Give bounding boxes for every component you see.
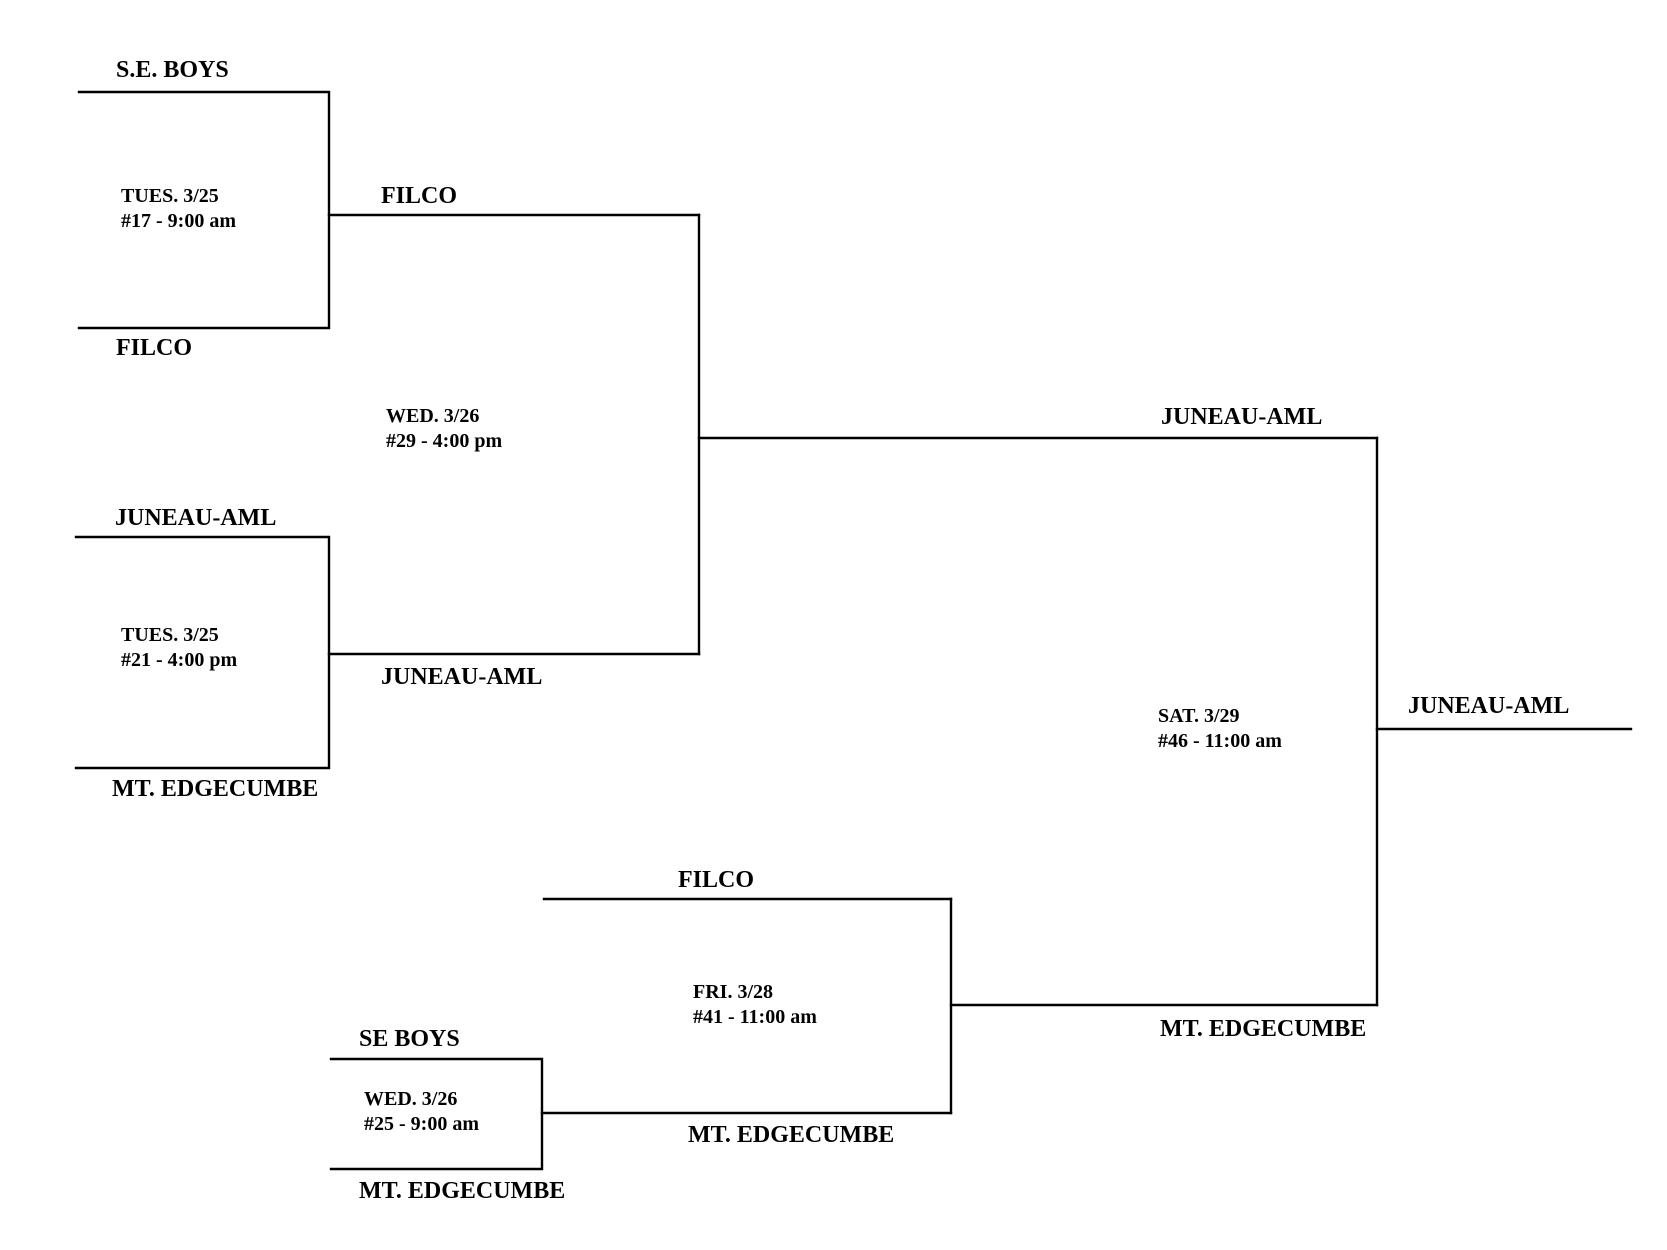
game-21-time: #21 - 4:00 pm [121, 649, 238, 671]
game-21-connector [74, 535, 331, 770]
game-29-time: #29 - 4:00 pm [386, 430, 503, 452]
game-17-info: TUES. 3/25 #17 - 9:00 am [121, 184, 236, 234]
game-46-time: #46 - 11:00 am [1158, 730, 1282, 752]
team-label-mt-edgecumbe: MT. EDGECUMBE [112, 776, 319, 802]
game-25-time: #25 - 9:00 am [364, 1113, 479, 1135]
team-label-se-boys: S.E. BOYS [116, 57, 229, 83]
game-21-date: TUES. 3/25 [121, 624, 219, 646]
game-17-time: #17 - 9:00 am [121, 210, 236, 232]
game-41-time: #41 - 11:00 am [693, 1006, 817, 1028]
team-label-mt-edgecumbe-3: MT. EDGECUMBE [688, 1122, 895, 1148]
game-25-date: WED. 3/26 [364, 1088, 458, 1110]
game-17-date: TUES. 3/25 [121, 185, 219, 207]
game-21-info: TUES. 3/25 #21 - 4:00 pm [121, 623, 237, 673]
game-29-info: WED. 3/26 #29 - 4:00 pm [386, 404, 502, 454]
game-41-date: FRI. 3/28 [693, 981, 773, 1003]
game-17-connector [77, 90, 331, 330]
team-label-juneau-aml-semifinal-winner: JUNEAU-AML [1161, 404, 1323, 430]
team-label-filco: FILCO [116, 335, 193, 361]
team-label-se-boys-2: SE BOYS [359, 1026, 460, 1052]
game-25-info: WED. 3/26 #25 - 9:00 am [364, 1087, 479, 1137]
game-29-date: WED. 3/26 [386, 405, 480, 427]
team-label-filco-consolation: FILCO [678, 867, 755, 893]
game-46-date: SAT. 3/29 [1158, 705, 1240, 727]
team-label-mt-edgecumbe-2: MT. EDGECUMBE [359, 1178, 566, 1204]
game-41-info: FRI. 3/28 #41 - 11:00 am [693, 980, 817, 1030]
game-46-info: SAT. 3/29 #46 - 11:00 am [1158, 704, 1282, 754]
team-label-champion: JUNEAU-AML [1408, 693, 1570, 719]
team-label-mt-edgecumbe-4: MT. EDGECUMBE [1160, 1016, 1367, 1042]
team-label-juneau-aml: JUNEAU-AML [115, 505, 277, 531]
team-label-filco-winner: FILCO [381, 183, 458, 209]
team-label-juneau-aml-winner: JUNEAU-AML [381, 664, 543, 690]
